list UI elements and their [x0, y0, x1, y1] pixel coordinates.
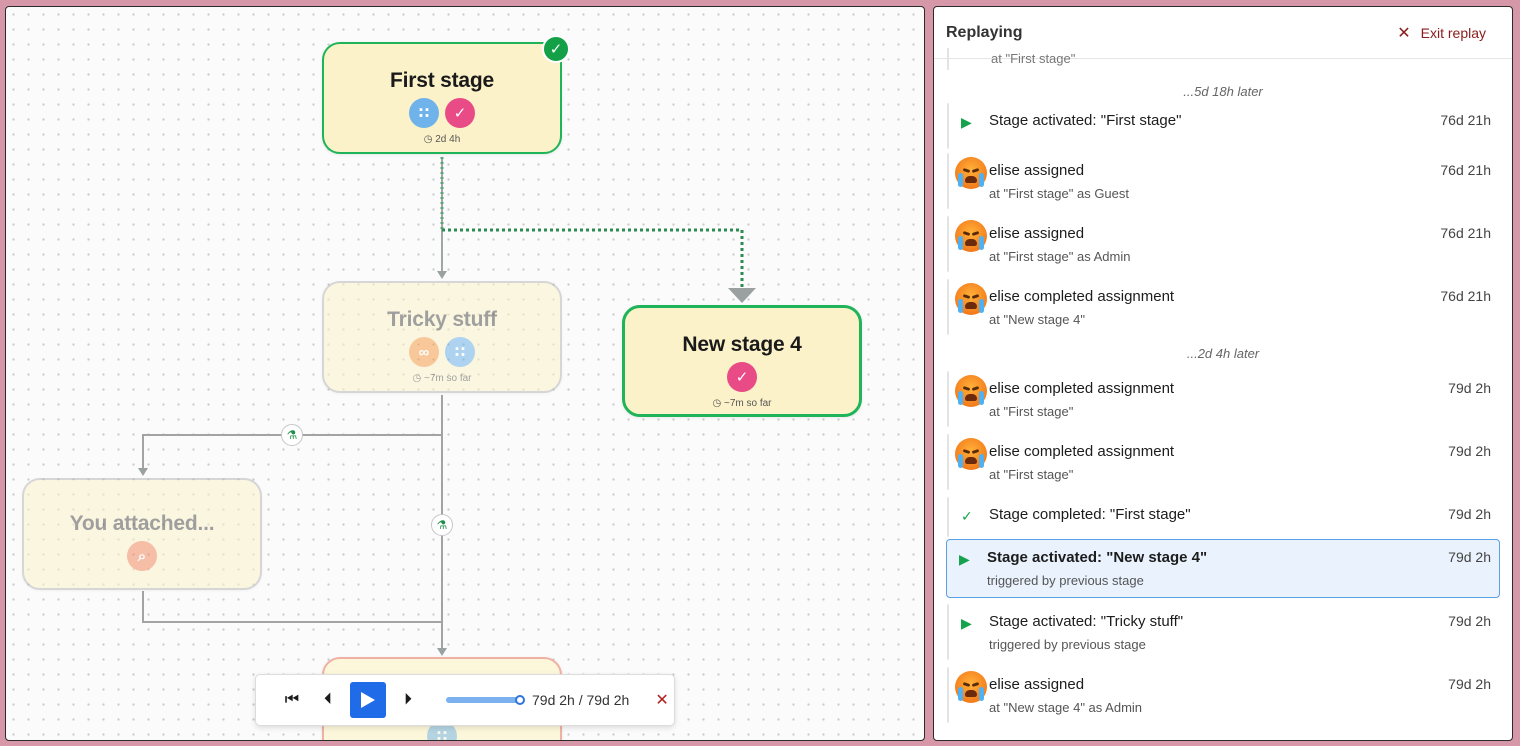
- search-icon: ⌕: [127, 541, 157, 571]
- close-icon: ✕: [1397, 24, 1411, 42]
- skip-to-start-icon[interactable]: ⏮: [284, 691, 300, 708]
- event-item[interactable]: elise completed assignment at "First sta…: [947, 434, 1499, 490]
- stage-node-new-stage-4[interactable]: New stage 4 ✓ ◷ ~7m so far: [622, 305, 862, 417]
- step-back-icon[interactable]: ⏴: [323, 691, 332, 708]
- stage-title: Tricky stuff: [387, 308, 497, 331]
- stage-title: First stage: [390, 69, 494, 92]
- play-icon: ▶: [961, 615, 972, 631]
- play-icon: ▶: [959, 551, 970, 567]
- event-item-selected[interactable]: ▶ Stage activated: "New stage 4" trigger…: [946, 539, 1500, 598]
- arrow-new4: [728, 288, 756, 303]
- progress-fill: [446, 697, 520, 703]
- avatar: [955, 671, 987, 703]
- grid-icon: ∷: [445, 337, 475, 367]
- avatar: [955, 283, 987, 315]
- exit-replay-label: Exit replay: [1420, 24, 1486, 41]
- avatar: [955, 438, 987, 470]
- checkmark-icon: ✓: [961, 508, 973, 524]
- grid-icon: ∷: [409, 98, 439, 128]
- play-icon: [361, 692, 375, 708]
- close-icon[interactable]: ✕: [655, 692, 669, 709]
- time-gap-label: ...5d 18h later: [1183, 84, 1263, 99]
- event-item[interactable]: elise completed assignment at "First sta…: [947, 371, 1499, 427]
- stage-duration: ~7m so far: [723, 398, 772, 409]
- check-circle-icon: ✓: [445, 98, 475, 128]
- event-timeline[interactable]: at "First stage" ...5d 18h later ▶ Stage…: [934, 48, 1512, 740]
- arrow-bottom: [437, 648, 447, 656]
- clipped-event-subtext: at "First stage": [947, 48, 1075, 70]
- progress-knob[interactable]: [515, 695, 525, 705]
- replay-time-label: 79d 2h / 79d 2h: [532, 692, 630, 708]
- stage-node-you-attached[interactable]: You attached... ⌕: [22, 478, 262, 590]
- arrow-attached: [138, 468, 148, 476]
- sidebar-header: Replaying ✕ Exit replay: [934, 7, 1512, 59]
- avatar: [955, 220, 987, 252]
- avatar: [955, 157, 987, 189]
- completed-checkmark-icon: ✓: [542, 35, 570, 63]
- event-item[interactable]: ▶ Stage activated: "Tricky stuff" trigge…: [947, 604, 1499, 660]
- replay-sidebar: Replaying ✕ Exit replay at "First stage"…: [933, 6, 1513, 741]
- exit-replay-button[interactable]: ✕ Exit replay: [1397, 23, 1486, 43]
- event-item[interactable]: elise completed assignment at "New stage…: [947, 279, 1499, 335]
- edge-first-new4: [442, 228, 744, 290]
- event-item[interactable]: elise assigned at "First stage" as Guest…: [947, 153, 1499, 209]
- step-forward-icon[interactable]: ⏵: [403, 691, 412, 708]
- event-item[interactable]: ▶ Stage activated: "First stage" 76d 21h: [947, 103, 1499, 149]
- time-gap-label: ...2d 4h later: [1186, 346, 1260, 361]
- stage-duration: 2d 4h: [435, 134, 461, 145]
- event-item[interactable]: ✓ Stage completed: "First stage" 79d 2h: [947, 497, 1499, 537]
- avatar: [955, 375, 987, 407]
- play-icon: ▶: [961, 114, 972, 130]
- workflow-canvas[interactable]: First stage ∷ ✓ ◷ 2d 4h ✓ Tricky stuff ∞…: [5, 6, 925, 741]
- stage-node-first-stage[interactable]: First stage ∷ ✓ ◷ 2d 4h: [322, 42, 562, 154]
- flask-icon[interactable]: ⚗: [431, 514, 453, 536]
- replay-controls: ⏮ ⏴ ⏵ 79d 2h / 79d 2h ✕: [255, 674, 675, 726]
- arrow-tricky: [437, 271, 447, 279]
- play-button[interactable]: [350, 682, 386, 718]
- event-item[interactable]: elise assigned at "First stage" as Admin…: [947, 216, 1499, 272]
- stage-node-tricky-stuff[interactable]: Tricky stuff ∞ ∷ ◷ ~7m so far: [322, 281, 562, 393]
- glasses-icon: ∞: [409, 337, 439, 367]
- stage-duration: ~7m so far: [423, 373, 472, 384]
- check-circle-icon: ✓: [727, 362, 757, 392]
- stage-title: You attached...: [69, 512, 215, 535]
- stage-title: New stage 4: [682, 333, 802, 356]
- flask-icon[interactable]: ⚗: [281, 424, 303, 446]
- edge-attached-bottom: [142, 591, 442, 623]
- event-item[interactable]: elise assigned at "New stage 4" as Admin…: [947, 667, 1499, 723]
- replay-progress-slider[interactable]: [446, 695, 525, 705]
- sidebar-title: Replaying: [946, 23, 1023, 41]
